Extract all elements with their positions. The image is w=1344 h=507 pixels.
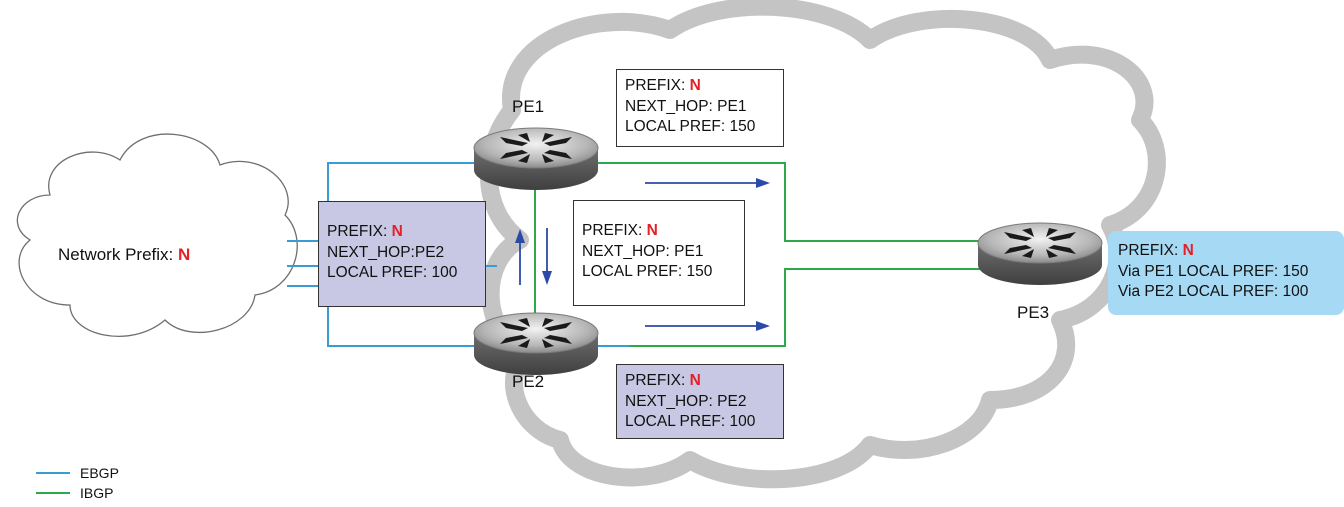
legend-ebgp: EBGP — [36, 465, 119, 481]
prefix-value: N — [689, 372, 701, 389]
network-prefix-value: N — [177, 245, 191, 264]
next-hop-text: NEXT_HOP: PE2 — [625, 392, 747, 410]
prefix-value: N — [391, 223, 403, 240]
pe3-routing-table-box: PREFIX: N Via PE1 LOCAL PREF: 150 Via PE… — [1108, 231, 1344, 315]
local-pref-text: LOCAL PREF: 150 — [625, 118, 756, 135]
pe2-advertisement-box: PREFIX: N NEXT_HOP: PE2 LOCAL PREF: 100 — [616, 364, 784, 439]
router-pe1-icon — [473, 127, 599, 191]
prefix-label: PREFIX: — [625, 372, 686, 389]
legend-ibgp: IBGP — [36, 485, 113, 501]
router-pe3-label: PE3 — [1017, 303, 1050, 322]
router-pe1-label: PE1 — [512, 97, 545, 116]
legend-ebgp-swatch — [36, 472, 70, 474]
local-pref-text: LOCAL PREF: 100 — [625, 413, 756, 430]
update-arrows — [515, 178, 770, 331]
prefix-label: PREFIX: — [625, 77, 686, 94]
network-prefix-cloud — [16, 133, 298, 337]
prefix-label: PREFIX: — [582, 222, 643, 239]
local-pref-text: LOCAL PREF: 100 — [327, 264, 458, 281]
pe1-to-pe2-advertisement-box: PREFIX: N NEXT_HOP: PE1 LOCAL PREF: 150 — [573, 200, 745, 306]
legend-ibgp-label: IBGP — [80, 485, 114, 501]
pe2-ebgp-advertisement-box: PREFIX: N NEXT_HOP:PE2 LOCAL PREF: 100 — [318, 201, 486, 307]
legend-ebgp-label: EBGP — [80, 465, 119, 481]
via-pe1-text: Via PE1 LOCAL PREF: 150 — [1118, 262, 1309, 280]
network-prefix-text: Network Prefix: — [58, 245, 174, 264]
legend-ibgp-swatch — [36, 492, 70, 494]
network-prefix-label: Network Prefix: N — [58, 245, 190, 265]
prefix-label: PREFIX: — [1118, 242, 1179, 259]
prefix-label: PREFIX: — [327, 223, 388, 240]
pe1-advertisement-box: PREFIX: N NEXT_HOP: PE1 LOCAL PREF: 150 — [616, 69, 784, 147]
prefix-value: N — [689, 77, 701, 94]
next-hop-text: NEXT_HOP:PE2 — [327, 243, 445, 261]
next-hop-text: NEXT_HOP: PE1 — [582, 242, 704, 260]
ibgp-links — [534, 162, 985, 347]
router-pe2-label: PE2 — [512, 372, 545, 391]
router-pe2-icon — [473, 312, 599, 376]
router-pe3-icon — [977, 222, 1103, 286]
via-pe2-text: Via PE2 LOCAL PREF: 100 — [1118, 283, 1309, 300]
prefix-value: N — [646, 222, 658, 239]
next-hop-text: NEXT_HOP: PE1 — [625, 97, 747, 115]
local-pref-text: LOCAL PREF: 150 — [582, 263, 713, 280]
prefix-value: N — [1182, 242, 1194, 259]
